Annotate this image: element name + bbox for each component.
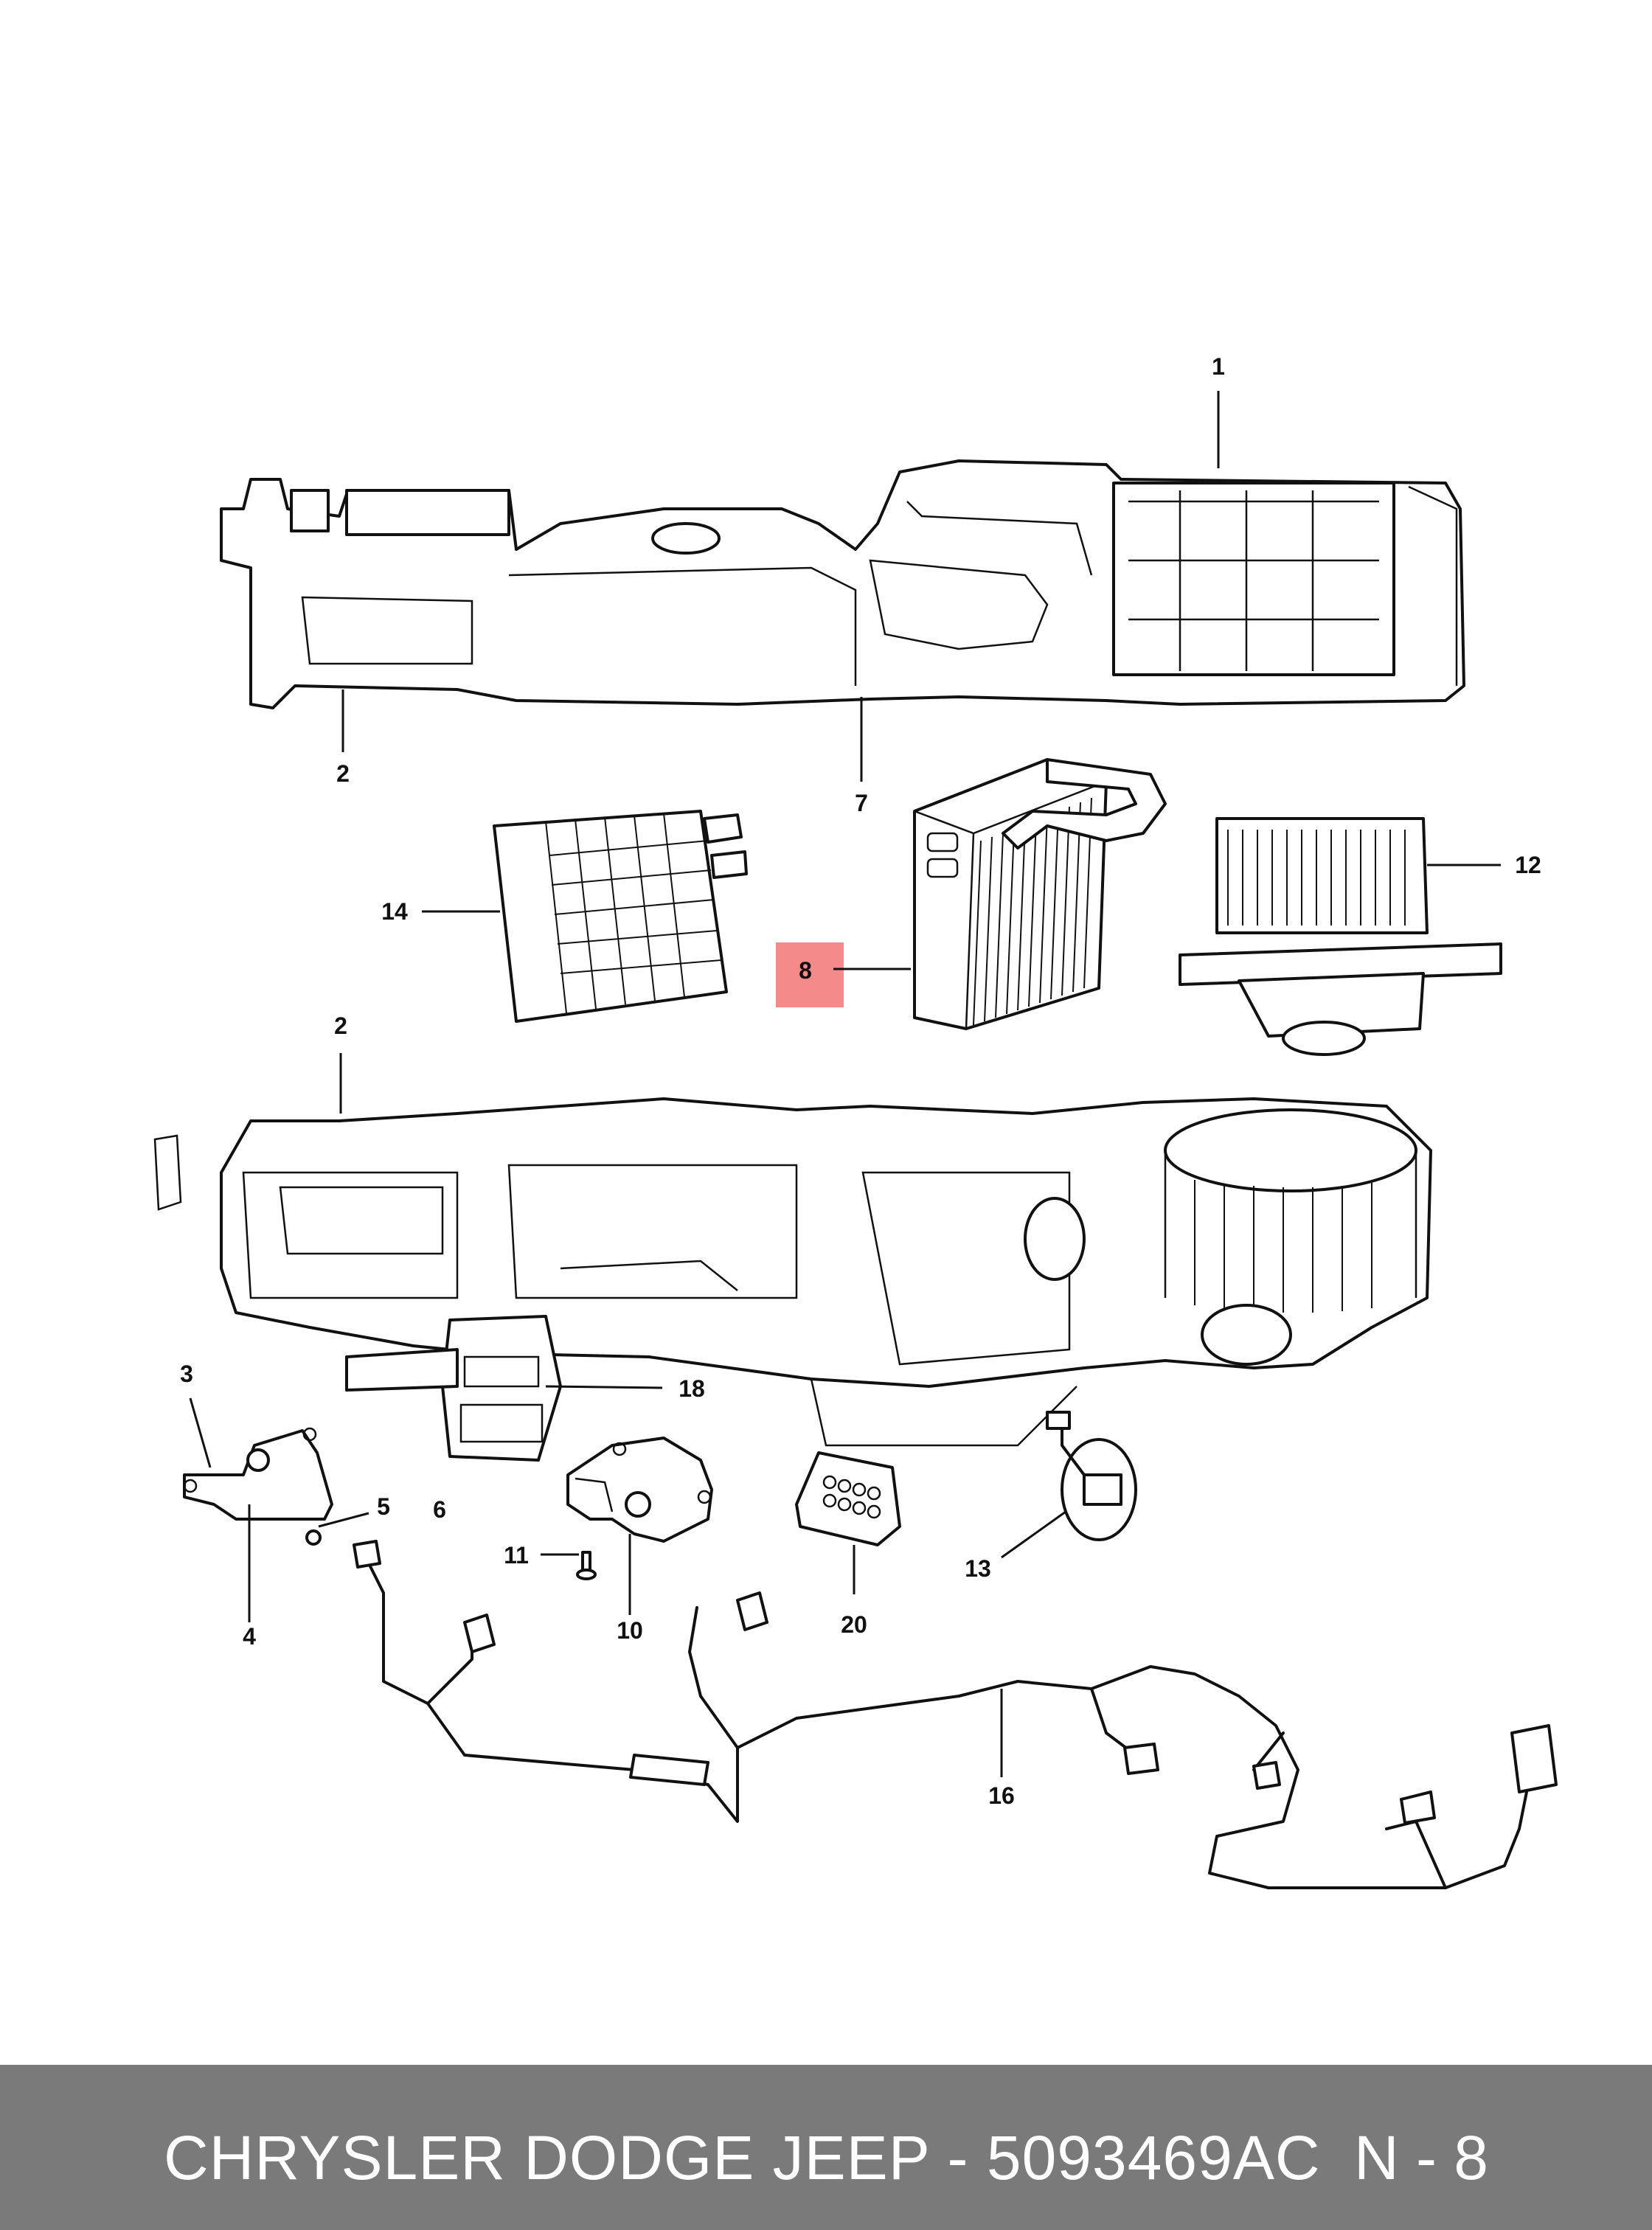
screw-5: [305, 1529, 322, 1546]
callout-20: 20: [841, 1611, 867, 1638]
temperature-sensor: [1046, 1411, 1137, 1541]
callout-14: 14: [381, 898, 408, 925]
callout-4: 4: [243, 1623, 256, 1650]
highlight-box: [776, 942, 844, 1007]
blower-motor: [1179, 817, 1502, 1056]
callout-12: 12: [1515, 852, 1541, 878]
callout-11: 11: [504, 1542, 529, 1569]
evaporator-core: [913, 758, 1167, 1030]
screw-11: [576, 1551, 597, 1580]
callout-2b: 2: [334, 1012, 347, 1039]
mode-door-actuator: [566, 1437, 713, 1543]
footer-ref: N - 8: [1354, 2123, 1489, 2192]
callout-2a: 2: [336, 760, 350, 787]
callout-18: 18: [678, 1375, 705, 1402]
callout-10: 10: [617, 1617, 643, 1644]
callout-13: 13: [965, 1555, 991, 1582]
callout-8: 8: [799, 957, 812, 984]
wiring-harness: [353, 1540, 1558, 1889]
hvac-housing-lower: [153, 1097, 1432, 1462]
leader-lines: [189, 391, 1501, 1777]
callout-5: 5: [377, 1493, 390, 1520]
callout-16: 16: [988, 1782, 1015, 1809]
footer-title: CHRYSLER DODGE JEEP - 5093469AC: [164, 2123, 1321, 2192]
callout-7: 7: [855, 790, 868, 816]
actuator-bracket: [183, 1427, 333, 1521]
callout-1: 1: [1212, 353, 1225, 380]
callout-6: 6: [433, 1496, 446, 1523]
hvac-housing-upper: [220, 459, 1465, 709]
callout-3: 3: [180, 1361, 193, 1387]
heater-core: [493, 810, 748, 1023]
callout-labels: 1 2 7 14 8 12 2 3 18 5 6 4 11 10 20 13 1…: [180, 353, 1541, 1809]
parts-diagram: 1 2 7 14 8 12 2 3 18 5 6 4 11 10 20 13 1…: [153, 353, 1558, 1889]
footer-bar: CHRYSLER DODGE JEEP - 5093469AC N - 8: [0, 2065, 1652, 2230]
blower-resistor: [795, 1451, 901, 1546]
